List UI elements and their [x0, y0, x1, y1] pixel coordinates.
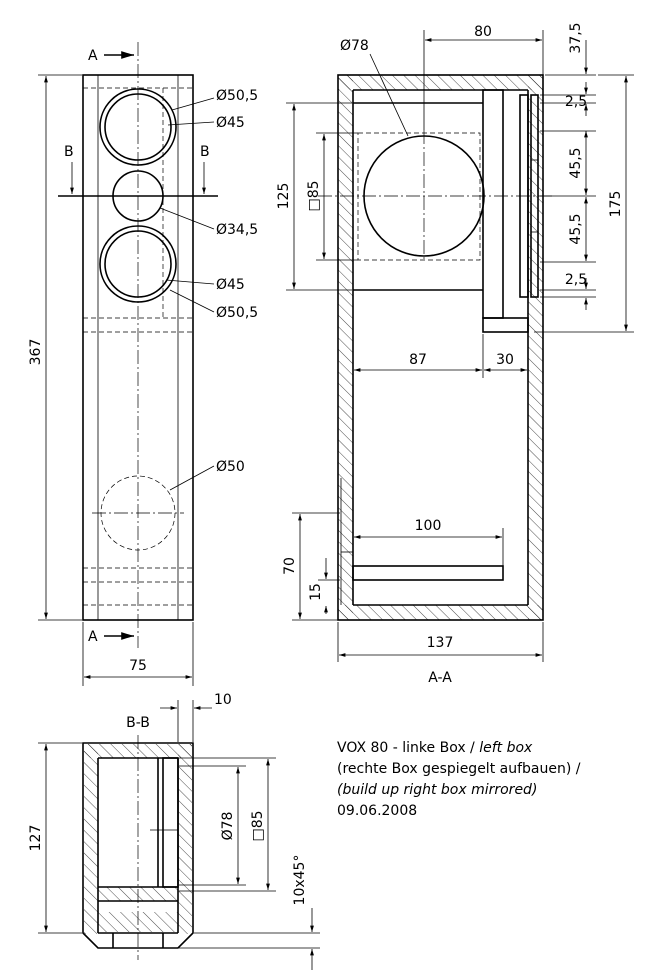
- label-hole-50-5-top: Ø50,5: [216, 88, 258, 104]
- title-notes: VOX 80 - linke Box / left box (rechte Bo…: [337, 738, 580, 822]
- note-line-1-italic: left box: [479, 740, 533, 756]
- dim-37-5: 37,5: [568, 22, 584, 53]
- section-a-a: 80 37,5 2,5 45,5 45,5 2,5 175 125: [276, 22, 634, 686]
- dim-2-5-top: 2,5: [565, 94, 587, 110]
- cut-b-left: B: [64, 144, 74, 160]
- dim-87: 87: [409, 352, 427, 368]
- dim-width-75: 75: [129, 658, 147, 674]
- hole-50-5-top: [99, 88, 177, 166]
- label-speaker-78: Ø78: [340, 38, 369, 54]
- dim-15: 15: [308, 583, 324, 601]
- dim-2-5-bottom: 2,5: [565, 272, 587, 288]
- dim-45-5-upper: 45,5: [568, 147, 584, 178]
- section-a-title: A-A: [428, 670, 452, 686]
- cut-b-right: B: [200, 144, 210, 160]
- dim-chamfer: 10x45°: [292, 855, 308, 906]
- dim-height-367: 367: [28, 339, 44, 366]
- note-line-1: VOX 80 - linke Box / left box: [337, 738, 580, 759]
- hole-45-top: [104, 93, 172, 161]
- label-port-50: Ø50: [216, 459, 245, 475]
- dim-100: 100: [415, 518, 442, 534]
- front-view: B B A A Ø50,5 Ø45 Ø34,5 Ø45 Ø50,5 Ø50 36…: [28, 42, 258, 686]
- note-line-1-plain: VOX 80 - linke Box /: [337, 740, 480, 756]
- dim-70: 70: [282, 557, 298, 575]
- dim-80: 80: [474, 24, 492, 40]
- note-date: 09.06.2008: [337, 803, 418, 819]
- dim-speaker-78: Ø78: [220, 812, 236, 841]
- label-hole-45-top: Ø45: [216, 115, 245, 131]
- hole-50-5-bottom: [99, 225, 177, 303]
- note-line-3: (build up right box mirrored): [337, 782, 538, 798]
- dim-45-5-lower: 45,5: [568, 213, 584, 244]
- label-hole-45-bottom: Ø45: [216, 277, 245, 293]
- dim-square-85: □85: [306, 180, 322, 211]
- dim-127: 127: [28, 825, 44, 852]
- dim-30: 30: [496, 352, 514, 368]
- note-line-2: (rechte Box gespiegelt aufbauen) /: [337, 761, 581, 777]
- dim-10: 10: [214, 692, 232, 708]
- dim-137: 137: [427, 635, 454, 651]
- dim-125: 125: [276, 183, 292, 210]
- label-hole-34-5: Ø34,5: [216, 222, 258, 238]
- label-hole-50-5-bottom: Ø50,5: [216, 305, 258, 321]
- dim-square-85-b: □85: [250, 810, 266, 841]
- section-b-title: B-B: [126, 715, 150, 731]
- section-a-bottom: A: [88, 629, 98, 645]
- hole-45-bottom: [104, 230, 172, 298]
- dim-175: 175: [608, 191, 624, 218]
- section-a-top: A: [88, 48, 98, 64]
- section-b-b: B-B 10 127 Ø78: [28, 692, 320, 970]
